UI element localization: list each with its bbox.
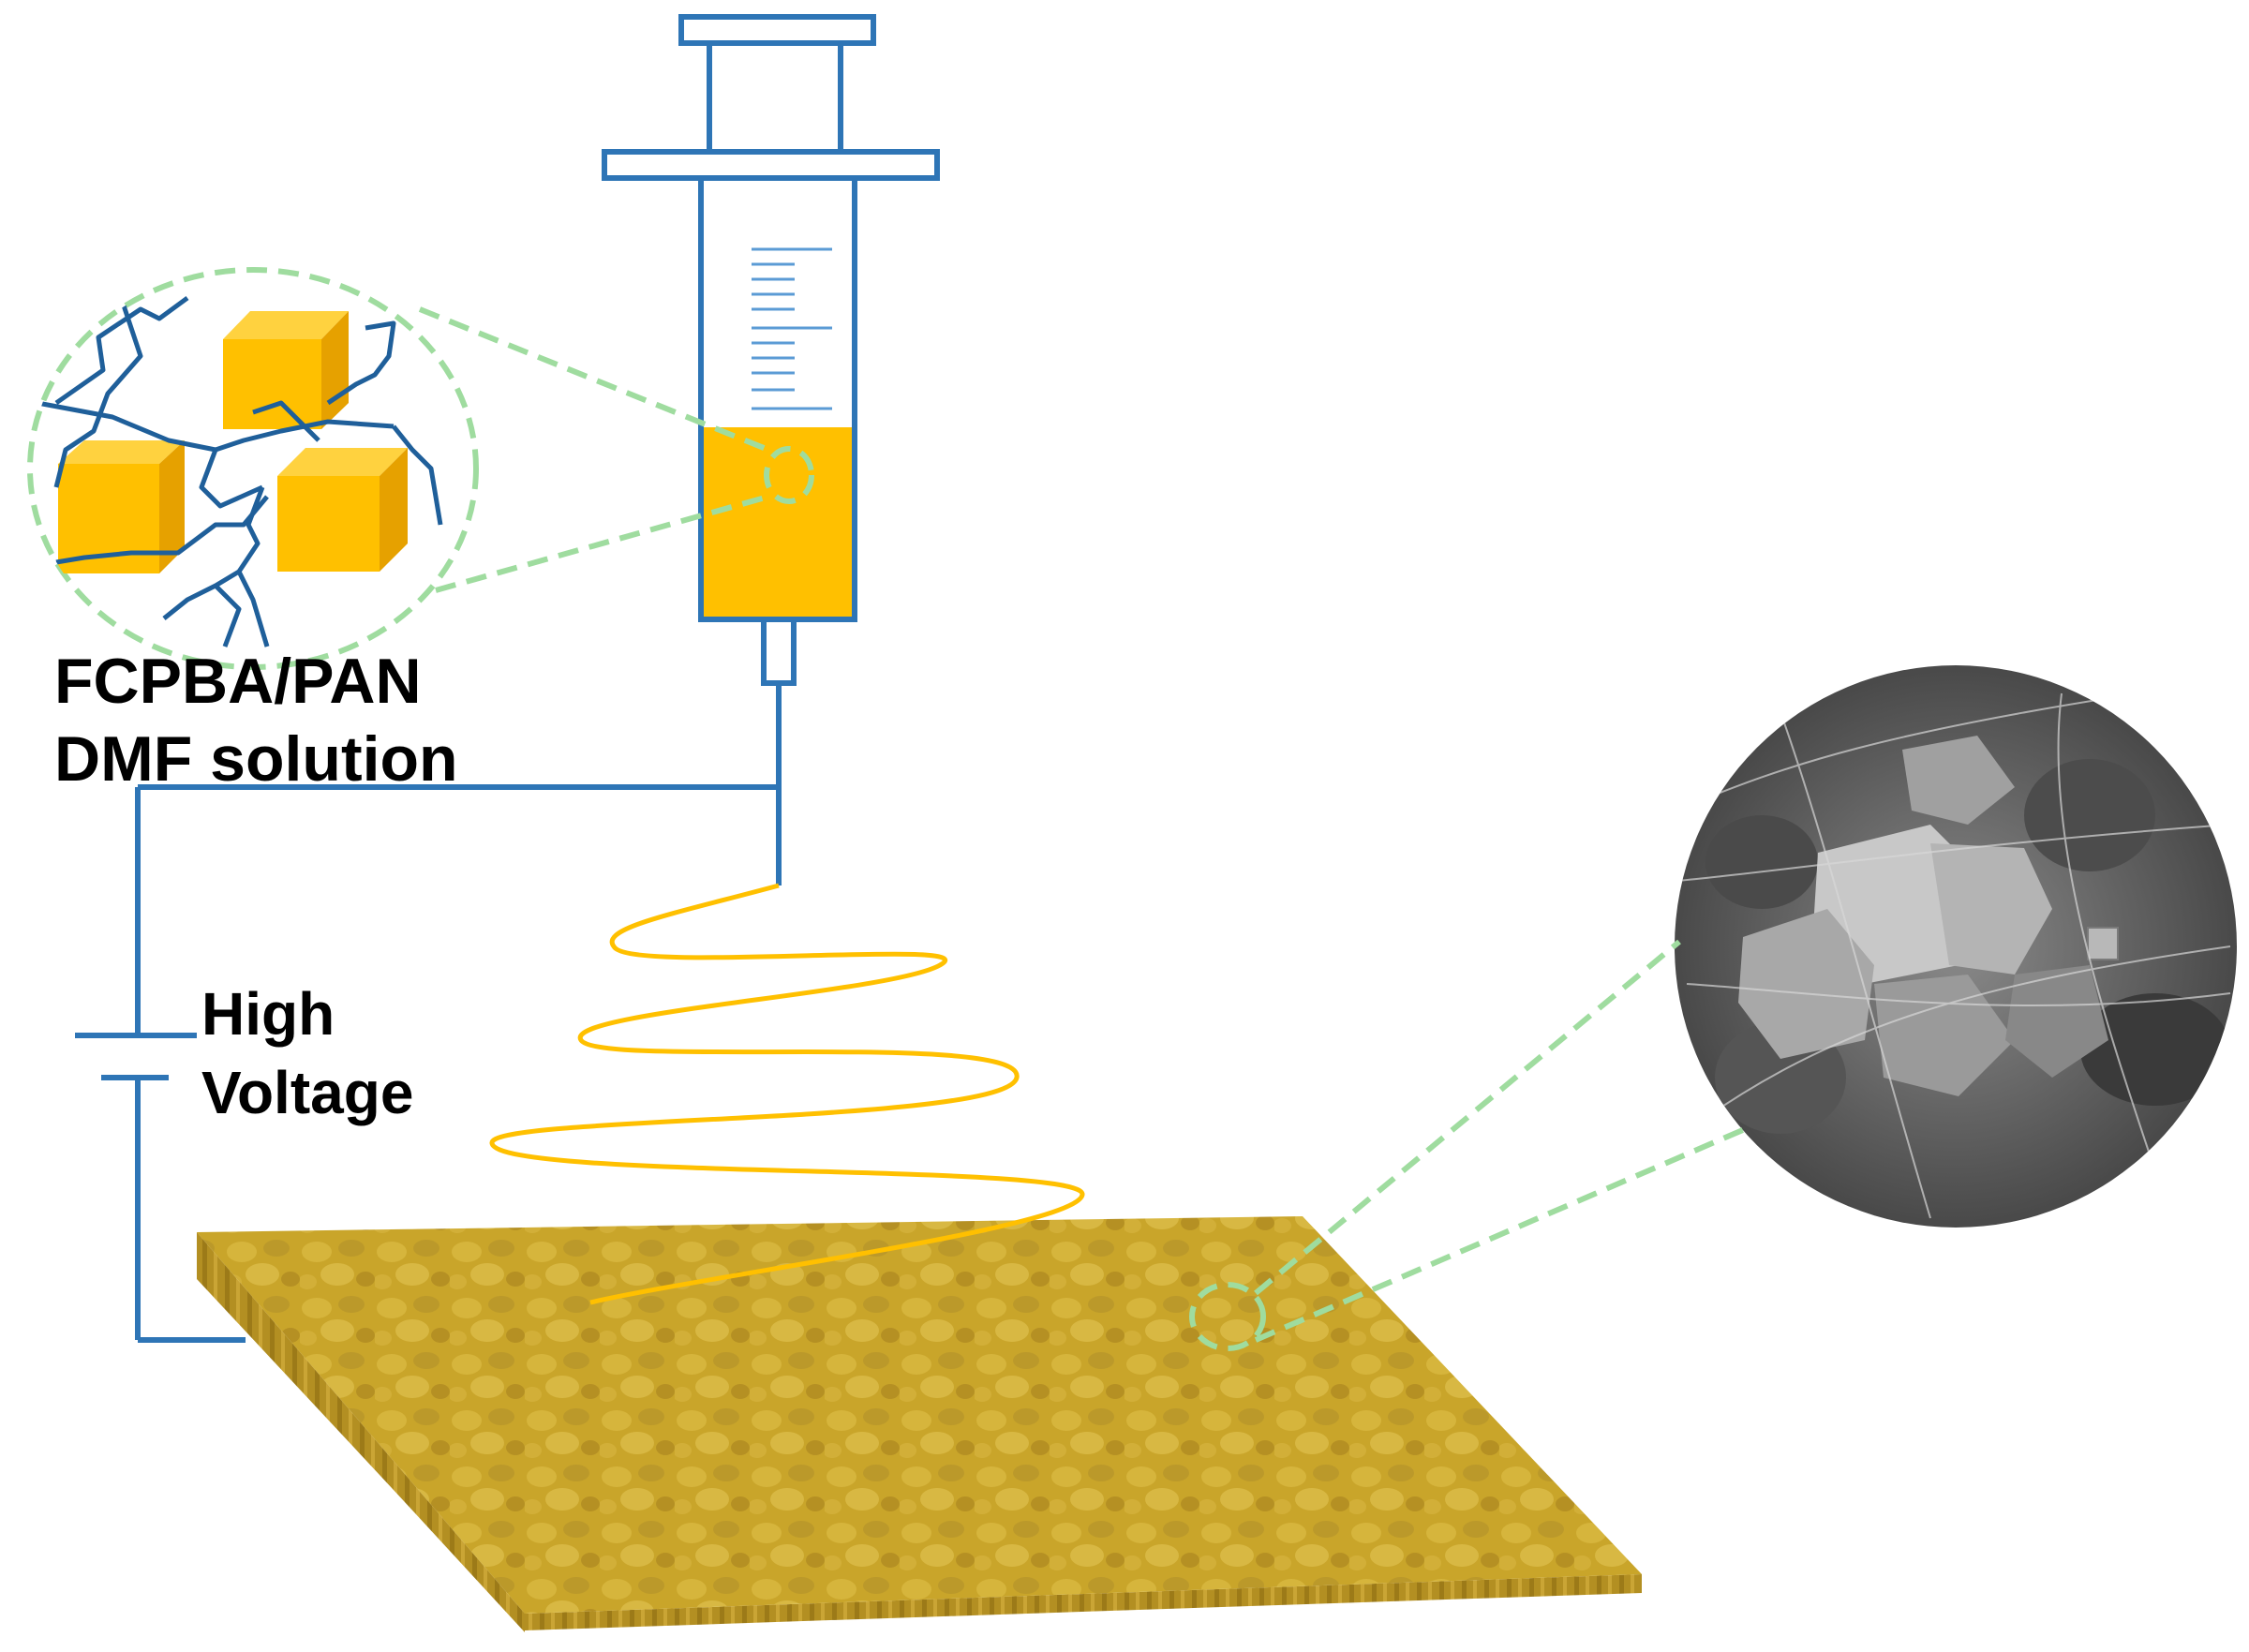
callout-lines — [418, 306, 814, 593]
plunger-cap — [678, 14, 876, 46]
solution-fill — [701, 427, 855, 619]
voltage-label-line1: High — [201, 980, 335, 1048]
polymer-chains — [37, 295, 443, 647]
collector-mat — [197, 1216, 1642, 1632]
sem-callout-lines — [1189, 939, 1747, 1351]
polymer-jet — [489, 883, 1085, 1305]
battery-symbol-icon — [75, 1033, 197, 1080]
voltage-label-line2: Voltage — [201, 1059, 414, 1126]
circuit-wire — [135, 683, 782, 1343]
mat-side-edge — [197, 1232, 525, 1632]
solution-label-line1: FCPBA/PAN — [54, 646, 422, 717]
solution-label-line2: DMF solution — [54, 723, 458, 795]
cube-particle — [277, 448, 408, 572]
mat-front-edge — [197, 1260, 1642, 1630]
needle-hub — [761, 617, 797, 686]
solution-zoom-inset — [27, 267, 479, 670]
cube-particle — [223, 311, 349, 429]
mat-surface — [197, 1216, 1642, 1614]
graduation-marks — [752, 247, 832, 410]
sem-image-icon — [1675, 665, 2237, 1228]
syringe-icon — [602, 14, 940, 686]
barrel-flange — [602, 149, 940, 181]
